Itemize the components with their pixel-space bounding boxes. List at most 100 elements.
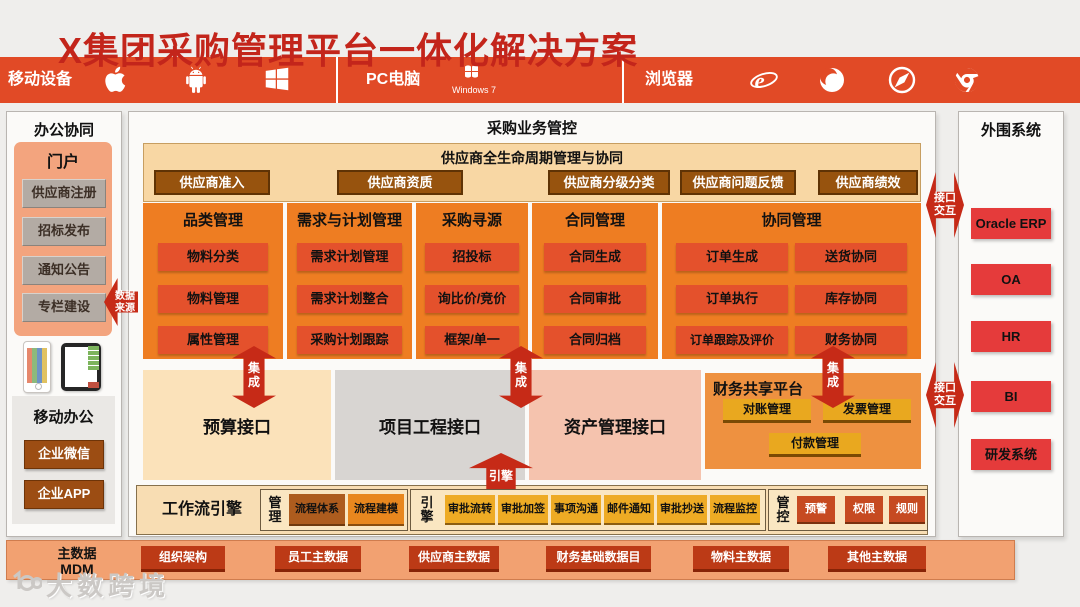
firefox-icon [816,64,848,101]
office-collab-title: 办公协同 [33,122,94,139]
sourcing-column: 采购寻源 招投标 询比价/竞价 框架/单一 [416,203,528,359]
portal-item: 通知公告 [22,256,106,285]
windows-icon [262,64,292,99]
integration-arrow-label: 集成 [826,361,839,389]
lifecycle-item: 供应商绩效 [818,170,918,195]
column-item: 送货协同 [795,243,907,271]
supplier-lifecycle-box: 供应商全生命周期管理与协同 供应商准入 供应商资质 供应商分级分类 供应商问题反… [143,143,921,202]
finance-item: 付款管理 [769,433,861,457]
workflow-item: 权限 [845,496,883,524]
external-system-item: Oracle ERP [971,208,1051,239]
portal-item: 招标发布 [22,217,106,246]
column-item: 物料分类 [158,243,268,271]
demand-plan-column: 需求与计划管理 需求计划管理 需求计划整合 采购计划跟踪 [287,203,412,359]
workflow-item: 规则 [889,496,925,524]
smartphone-image [23,341,51,393]
workflow-control-group: 管控 预警 权限 规则 [768,489,928,531]
column-title: 品类管理 [182,212,243,229]
workflow-item: 流程建模 [348,494,404,526]
finance-item: 对账管理 [723,399,811,423]
engine-arrow-label: 引擎 [488,469,513,483]
office-collab-panel: 办公协同 门户 供应商注册 招标发布 通知公告 专栏建设 移动办公 企业微信 企… [6,111,122,537]
safari-icon [886,64,918,101]
mdm-title: 主数据 MDM [7,543,147,577]
ie-icon: e [748,64,780,101]
data-source-arrow-label: 数据来源 [115,291,135,314]
device-bar: 移动设备 PC电脑 Windows 7 浏览器 e [0,57,1080,103]
external-system-item: BI [971,381,1051,412]
svg-text:e: e [755,68,765,93]
portal-item: 供应商注册 [22,179,106,208]
collaboration-column: 协同管理 订单生成 订单执行 订单跟踪及评价 送货协同 库存协同 财务协同 [662,203,921,359]
workflow-item: 事项沟通 [551,495,601,525]
external-systems-title: 外围系统 [980,122,1041,139]
column-item: 合同审批 [544,285,646,313]
mdm-item: 员工主数据 [275,546,361,572]
asset-interface-box: 资产管理接口 [529,370,701,480]
browser-label: 浏览器 [645,71,694,88]
workflow-mgmt-group: 管理 流程体系 流程建模 [260,489,408,531]
column-item: 订单生成 [676,243,788,271]
pc-label: PC电脑 [366,71,421,88]
column-item: 框架/单一 [425,326,519,354]
windows7-label: Windows 7 [452,85,497,95]
workflow-group-label: 管控 [776,495,790,525]
workflow-group-label: 管理 [268,495,282,525]
page-title: X集团采购管理平台一体化解决方案 [58,30,639,71]
mobile-office-item: 企业APP [24,480,104,509]
workflow-item: 流程监控 [710,495,760,525]
procurement-panel-title: 采购业务管控 [486,120,577,137]
portal-item: 专栏建设 [22,293,106,322]
lifecycle-item: 供应商准入 [154,170,270,195]
column-item: 物料管理 [158,285,268,313]
workflow-row: 工作流引擎 管理 流程体系 流程建模 引擎 审批流转 审批加签 事项沟通 邮件通… [136,485,928,535]
watermark-logo [8,568,43,601]
watermark: 大数跨境 [8,566,170,603]
external-system-item: 研发系统 [971,439,1051,470]
integration-arrow-label: 集成 [247,361,260,389]
lifecycle-item: 供应商问题反馈 [680,170,796,195]
column-item: 财务协同 [795,326,907,354]
supplier-lifecycle-title: 供应商全生命周期管理与协同 [441,150,623,166]
apple-icon [100,64,131,100]
workflow-item: 审批流转 [445,495,495,525]
procurement-panel: 采购业务管控 供应商全生命周期管理与协同 供应商准入 供应商资质 供应商分级分类… [128,111,936,537]
bar-divider [622,57,624,103]
finance-platform-box: 财务共享平台 对账管理 发票管理 付款管理 [705,373,921,469]
mobile-office-title: 移动办公 [33,409,94,426]
column-item: 需求计划管理 [297,243,402,271]
chrome-icon [951,64,983,101]
interface-interaction-label: 接口交互 [934,382,956,407]
mobile-office-box: 移动办公 企业微信 企业APP [12,396,115,524]
finance-item: 发票管理 [823,399,911,423]
mdm-item: 其他主数据 [828,546,926,572]
external-system-item: HR [971,321,1051,352]
windows7-icon: Windows 7 [452,60,496,95]
workflow-item: 邮件通知 [604,495,654,525]
mdm-item: 供应商主数据 [409,546,499,572]
category-mgmt-column: 品类管理 物料分类 物料管理 属性管理 [143,203,283,359]
mdm-row: 主数据 MDM 组织架构 员工主数据 供应商主数据 财务基础数据目 物料主数据 … [6,540,1015,580]
column-title: 合同管理 [564,212,625,229]
column-title: 协同管理 [761,212,822,229]
mdm-item: 组织架构 [141,546,225,572]
interface-interaction-label: 接口交互 [934,192,956,217]
workflow-engine-group: 引擎 审批流转 审批加签 事项沟通 邮件通知 审批抄送 流程监控 [410,489,766,531]
workflow-item: 流程体系 [289,494,345,526]
mobile-office-item: 企业微信 [24,440,104,469]
column-item: 订单执行 [676,285,788,313]
column-item: 库存协同 [795,285,907,313]
external-systems-panel: 外围系统 Oracle ERP OA HR BI 研发系统 [958,111,1064,537]
tablet-image [61,343,101,391]
mdm-title-line1: 主数据 [57,546,97,561]
column-item: 合同归档 [544,326,646,354]
workflow-title: 工作流引擎 [162,501,243,518]
column-item: 订单跟踪及评价 [676,326,788,354]
lifecycle-item: 供应商资质 [337,170,463,195]
workflow-item: 审批加签 [498,495,548,525]
portal-box: 门户 供应商注册 招标发布 通知公告 专栏建设 [14,142,112,336]
watermark-text: 大数跨境 [46,571,171,601]
column-item: 合同生成 [544,243,646,271]
column-title: 采购寻源 [441,212,502,229]
